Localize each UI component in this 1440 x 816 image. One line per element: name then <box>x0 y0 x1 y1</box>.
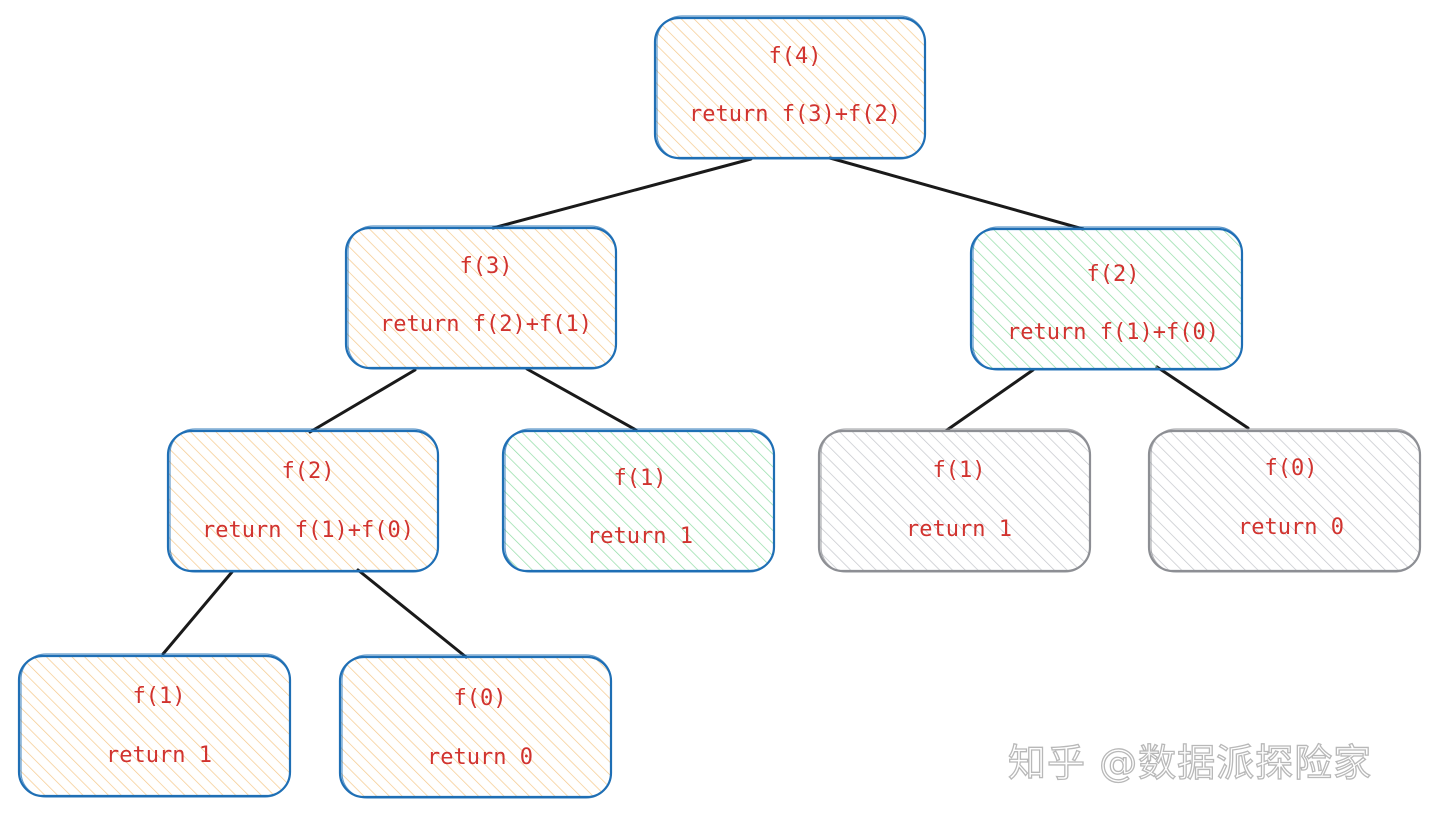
node-return-label: return f(3)+f(2) <box>689 102 901 127</box>
node-f2-left: f(2) return f(1)+f(0) <box>166 428 440 573</box>
node-func-label: f(2) <box>282 459 335 484</box>
edge-root-n3 <box>491 157 753 230</box>
edge-n2r-n1r <box>945 368 1035 432</box>
node-return-label: return 1 <box>906 517 1012 542</box>
node-func-label: f(1) <box>933 458 986 483</box>
node-f3: f(3) return f(2)+f(1) <box>344 225 618 370</box>
node-f4-root: f(4) return f(3)+f(2) <box>653 15 927 160</box>
node-return-label: return 0 <box>427 745 533 770</box>
node-return-label: return f(1)+f(0) <box>1007 320 1219 345</box>
node-return-label: return 1 <box>587 524 693 549</box>
node-func-label: f(3) <box>460 254 513 279</box>
node-return-label: return f(1)+f(0) <box>202 518 414 543</box>
edge-n2l-n1l <box>161 570 234 656</box>
node-f0-right: f(0) return 0 <box>1147 428 1422 573</box>
node-return-label: return f(2)+f(1) <box>380 312 592 337</box>
node-func-label: f(1) <box>133 684 186 709</box>
edge-n3-n2l <box>308 368 417 434</box>
node-f0-bottom: f(0) return 0 <box>338 654 613 799</box>
node-f1-middle: f(1) return 1 <box>501 428 776 573</box>
node-func-label: f(4) <box>769 44 822 69</box>
node-func-label: f(0) <box>1265 456 1318 481</box>
node-f1-bottom-left: f(1) return 1 <box>17 653 292 798</box>
node-f2-right: f(2) return f(1)+f(0) <box>969 226 1244 371</box>
edge-root-n2r <box>828 156 1085 231</box>
node-return-label: return 0 <box>1238 515 1344 540</box>
edge-n3-n1m <box>525 367 638 432</box>
node-f1-right: f(1) return 1 <box>817 428 1092 573</box>
edge-n2l-n0l <box>356 568 468 659</box>
watermark-text: 知乎 @数据派探险家 <box>1007 740 1373 785</box>
node-func-label: f(0) <box>454 686 507 711</box>
node-func-label: f(1) <box>614 466 667 491</box>
tree-edges <box>161 156 1250 659</box>
node-func-label: f(2) <box>1087 262 1140 287</box>
node-return-label: return 1 <box>106 743 212 768</box>
edge-n2r-n0r <box>1155 365 1250 430</box>
